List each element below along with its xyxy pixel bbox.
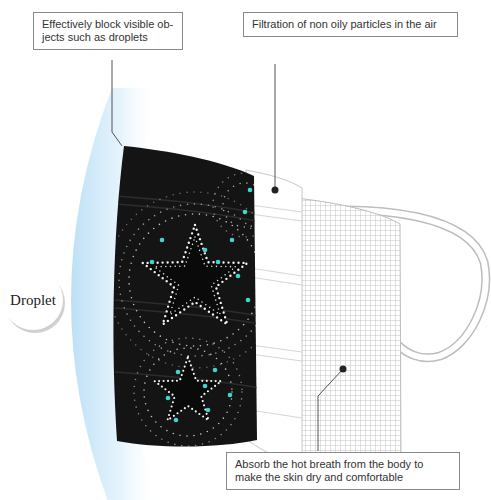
inner-mesh-layer [296, 198, 401, 471]
leader-dots [272, 187, 347, 373]
callout-box: Effectively block visible ob- jects such… [33, 12, 183, 50]
callout-text: Absorb the hot breath from the body to m… [235, 458, 451, 484]
leader-lines [112, 60, 343, 451]
small-star-outline [155, 357, 222, 420]
callout-text: Filtration of non oily particles in the … [252, 18, 449, 31]
star-inner-outline [154, 237, 236, 315]
rhinestone-pattern [107, 173, 283, 446]
dot-spray [107, 173, 283, 446]
cyan-rhinestones [150, 188, 253, 423]
star-outline [143, 225, 248, 325]
callout-box: Filtration of non oily particles in the … [243, 12, 458, 37]
circle-label: Droplet [10, 292, 56, 309]
front-layer [113, 146, 257, 447]
droplet-circle: Droplet [3, 270, 63, 330]
circle-face [3, 270, 63, 330]
callout-text: Effectively block visible ob- jects such… [42, 18, 174, 44]
callout-box: Absorb the hot breath from the body to m… [226, 452, 460, 490]
filter-pleats [250, 205, 302, 418]
